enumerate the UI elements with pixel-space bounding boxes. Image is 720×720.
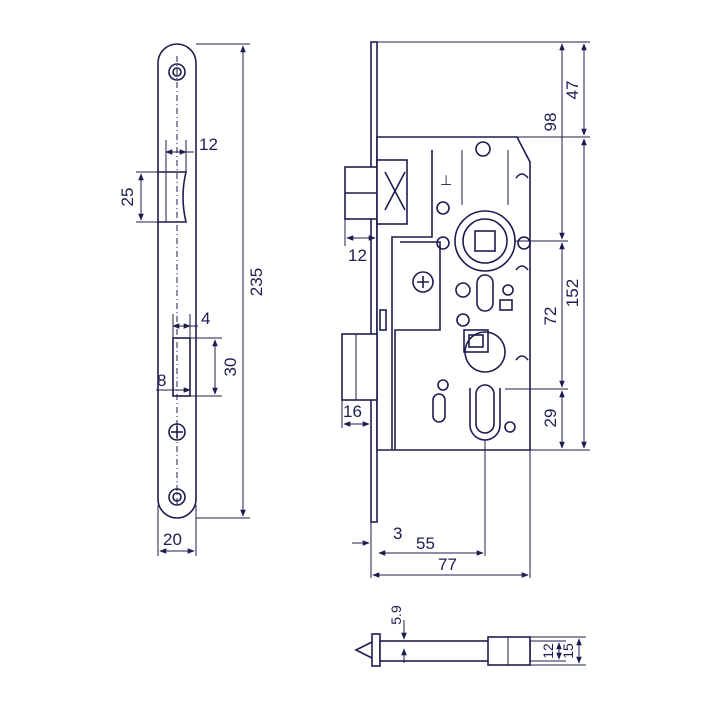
dim-top-to-spindle: 98: [541, 113, 560, 132]
dim-bolt-w-side: 12: [540, 643, 556, 659]
cylinder-profile: [464, 331, 506, 441]
dim-case-depth: 77: [438, 555, 457, 574]
screw-hole-bottom-inner: [172, 492, 182, 502]
dim-faceplate-height: 235: [247, 268, 266, 296]
dim-cylinder-to-bottom: 29: [541, 409, 560, 428]
top-view-plate: [371, 633, 381, 667]
slot-lower: [432, 393, 446, 423]
slot-middle: [476, 274, 494, 312]
faceplate-dimensions: 235 20 12 25 4 30 8: [118, 43, 266, 556]
dim-latch-projection: 12: [348, 246, 367, 265]
screw-hole-top-inner: [172, 67, 182, 77]
lever-block: [463, 329, 489, 353]
dim-top-to-case: 47: [563, 81, 582, 100]
cylinder-inner: [475, 384, 495, 434]
dim-bolt-projection: 16: [343, 402, 362, 421]
latch-rail: [391, 150, 433, 450]
spindle-hub-inner: [462, 218, 508, 264]
top-hole: [475, 141, 491, 157]
screw-hole-bottom: [168, 488, 186, 506]
dim-plate-thickness: 3: [393, 524, 402, 543]
dim-spindle-to-cylinder: 72: [541, 307, 560, 326]
lock-symbol-icon: [412, 271, 434, 293]
dim-latch-height: 25: [118, 188, 137, 207]
dim-latch-offset: 12: [199, 135, 218, 154]
lock-case-side-view: ⊥: [341, 41, 531, 523]
dim-bolt-offset: 4: [201, 309, 210, 328]
dim-body-w-side: 15: [560, 643, 576, 659]
inner-frame: [394, 241, 441, 450]
front-plate-strip: [370, 41, 378, 523]
latch-opening: [158, 171, 188, 223]
lock-top-view: 5.9 12 15: [354, 605, 586, 667]
spring-coils: [515, 173, 529, 361]
dim-case-height: 152: [563, 279, 582, 307]
screw-hole-top: [168, 63, 186, 81]
dim-latch-nose: 5.9: [388, 605, 404, 625]
dim-bolt-height: 30: [221, 358, 240, 377]
dim-bolt-width: 8: [157, 371, 166, 390]
faceplate-front-view: [157, 43, 197, 519]
spindle-square: [474, 230, 496, 252]
faceplate-outline: [157, 43, 197, 519]
deadbolt: [341, 333, 378, 401]
screw-icon: [168, 423, 186, 441]
top-view-case-end: [487, 636, 531, 666]
dim-backset: 55: [416, 534, 435, 553]
case-dimensions: 47 98 152 72 29 12 16 3 55 77: [341, 41, 590, 578]
latch-housing: [376, 159, 408, 225]
dim-faceplate-width: 20: [163, 530, 182, 549]
handle-symbol: ⊥: [440, 172, 452, 188]
top-view-latch: [354, 641, 373, 659]
bolt-opening: [172, 337, 191, 397]
